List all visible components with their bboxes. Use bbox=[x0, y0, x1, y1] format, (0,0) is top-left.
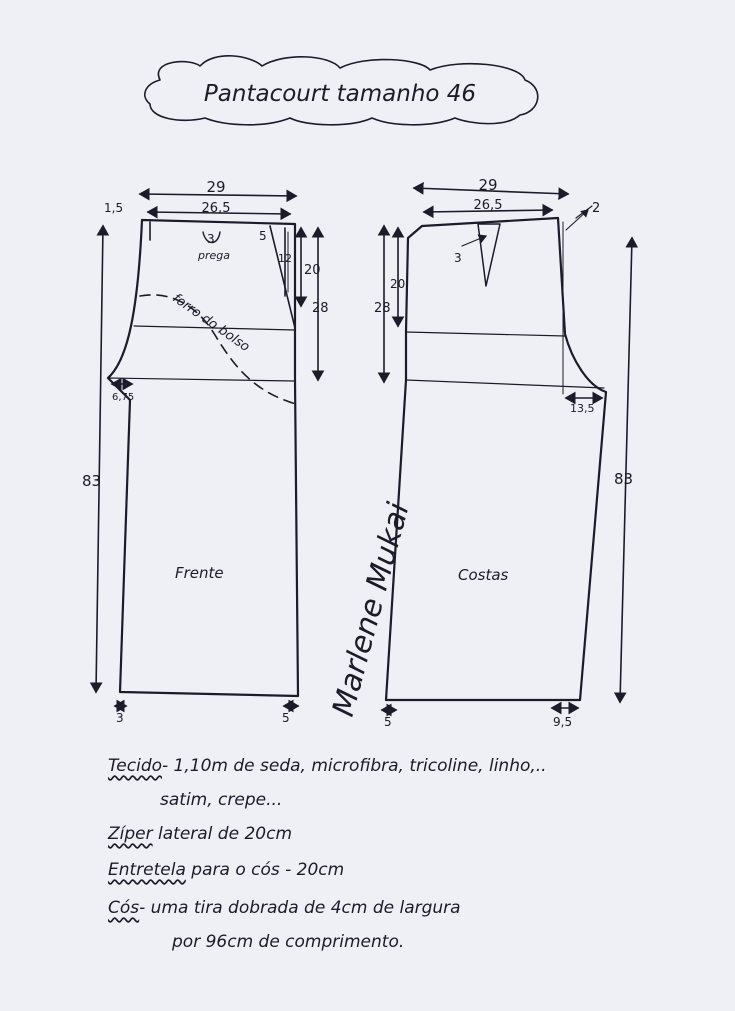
back-length: 83 bbox=[614, 470, 633, 488]
front-20-label: 20 bbox=[304, 263, 321, 278]
note-zipper-label: Zíper bbox=[108, 824, 153, 844]
front-hem-left: 3 bbox=[116, 711, 124, 725]
back-top-width: 29 bbox=[478, 176, 497, 194]
front-pleat bbox=[202, 231, 221, 244]
note-fabric-cont-text: satim, crepe... bbox=[160, 790, 283, 810]
front-hip-line bbox=[107, 377, 296, 382]
front-length-arrow bbox=[89, 224, 110, 694]
back-piece-label: Costas bbox=[458, 566, 509, 584]
note-waistband-cont: por 96cm de comprimento. bbox=[172, 932, 404, 952]
signature: Marlene Mukai bbox=[326, 498, 417, 720]
back-20-label: 20 bbox=[390, 277, 405, 291]
page-title: Pantacourt tamanho 46 bbox=[204, 81, 476, 107]
note-zipper-text: lateral de 20cm bbox=[152, 824, 293, 844]
front-pleat-label: prega bbox=[197, 249, 230, 262]
note-fabric-label: Tecido bbox=[108, 756, 163, 776]
front-hem-right: 5 bbox=[282, 711, 290, 725]
front-pocket-lining bbox=[139, 294, 297, 405]
front-crotch-line bbox=[133, 325, 296, 331]
front-crotch-ext: 6,75 bbox=[112, 392, 134, 403]
note-interfacing: Entretela para o cós - 20cm bbox=[108, 860, 344, 880]
front-piece-label: Frente bbox=[175, 564, 224, 582]
front-inner-width-arrow bbox=[146, 205, 292, 221]
front-28-label: 28 bbox=[312, 301, 329, 316]
note-fabric-cont: satim, crepe... bbox=[160, 790, 282, 810]
back-top-width-arrow bbox=[412, 181, 570, 201]
front-dart-length: 12 bbox=[278, 252, 292, 265]
front-pleat-value: 3 bbox=[207, 232, 215, 246]
note-zipper: Zíper lateral de 20cm bbox=[108, 824, 292, 844]
back-hem-right: 9,5 bbox=[553, 715, 572, 729]
back-inner-width-arrow bbox=[422, 203, 554, 219]
back-hip-line bbox=[405, 379, 605, 389]
note-waistband-label: Cós bbox=[108, 898, 140, 918]
back-28-label: 28 bbox=[374, 301, 391, 316]
note-waistband-text: - uma tira dobrada de 4cm de largura bbox=[139, 898, 461, 918]
back-dart bbox=[477, 223, 501, 287]
back-offset: 2 bbox=[592, 201, 600, 216]
back-dart-width: 3 bbox=[454, 251, 462, 265]
note-waistband: Cós- uma tira dobrada de 4cm de largura bbox=[108, 898, 461, 918]
front-offset: 1,5 bbox=[104, 201, 123, 215]
front-length: 83 bbox=[82, 472, 101, 490]
front-lining-label: forro do bolso bbox=[170, 291, 253, 355]
front-inner-width: 26,5 bbox=[202, 201, 231, 216]
back-hem-left: 5 bbox=[384, 715, 392, 729]
title-cloud bbox=[144, 54, 539, 126]
note-interfacing-text: para o cós - 20cm bbox=[185, 860, 345, 880]
note-waistband-cont-text: por 96cm de comprimento. bbox=[172, 932, 405, 952]
front-top-width: 29 bbox=[206, 178, 225, 196]
back-inner-width: 26,5 bbox=[474, 198, 503, 213]
front-dart bbox=[269, 225, 296, 329]
back-crotch-ext: 13,5 bbox=[570, 402, 595, 415]
back-outline bbox=[384, 216, 608, 702]
front-top-width-arrow bbox=[138, 187, 298, 203]
note-fabric: Tecido- 1,10m de seda, microfibra, trico… bbox=[108, 756, 547, 776]
back-length-arrow bbox=[613, 236, 639, 704]
back-crotch-line bbox=[405, 331, 566, 337]
note-fabric-text: - 1,10m de seda, microfibra, tricoline, … bbox=[162, 756, 547, 776]
front-dart-width: 5 bbox=[259, 229, 267, 243]
note-interfacing-label: Entretela bbox=[108, 860, 186, 880]
front-outline bbox=[106, 218, 300, 698]
